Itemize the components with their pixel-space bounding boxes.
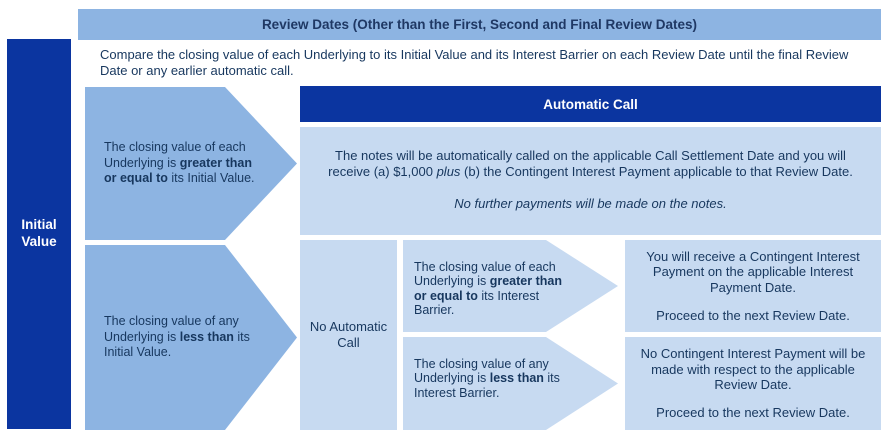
- proceed-text: Proceed to the next Review Date.: [656, 405, 850, 421]
- no-automatic-call-box: No Automatic Call: [300, 240, 397, 430]
- automatic-call-description: The notes will be automatically called o…: [328, 148, 853, 180]
- condition-arrow-below-barrier: The closing value of any Underlying is l…: [403, 337, 618, 430]
- no-automatic-call-label: No Automatic Call: [309, 318, 388, 350]
- condition-text-pre: The closing value of each Underlying is: [104, 140, 246, 170]
- initial-value-bar: Initial Value: [7, 39, 71, 429]
- automatic-call-note-text: No further payments will be made on the …: [454, 195, 727, 211]
- condition-arrow-above-initial-value: The closing value of each Underlying is …: [85, 87, 297, 240]
- initial-value-label: Initial Value: [21, 217, 57, 249]
- condition-text-post: its Interest Barrier.: [414, 371, 560, 400]
- condition-text: The closing value of any Underlying is l…: [403, 337, 563, 400]
- automatic-call-header: Automatic Call: [300, 86, 881, 122]
- condition-text-post: its Initial Value.: [104, 329, 250, 360]
- condition-text-bold: less than: [489, 371, 544, 386]
- automatic-call-title: Automatic Call: [543, 96, 638, 112]
- proceed-text: Proceed to the next Review Date.: [656, 307, 850, 323]
- automatic-call-description-pre: The notes will be automatically called o…: [328, 148, 846, 179]
- condition-text-bold: greater than or equal to: [414, 274, 562, 303]
- automatic-call-description-post: (b) the Contingent Interest Payment appl…: [460, 163, 853, 179]
- condition-text-post: its Initial Value.: [167, 171, 255, 186]
- result-text: You will receive a Contingent Interest P…: [646, 248, 860, 295]
- result-text: No Contingent Interest Payment will be m…: [640, 346, 866, 392]
- condition-text: The closing value of each Underlying is …: [85, 140, 263, 187]
- flowchart-title-band: Review Dates (Other than the First, Seco…: [78, 9, 881, 40]
- condition-text-pre: The closing value of each Underlying is: [414, 260, 556, 289]
- condition-text-pre: The closing value of any Underlying is: [414, 357, 549, 386]
- automatic-call-body: The notes will be automatically called o…: [300, 127, 881, 235]
- flowchart-title: Review Dates (Other than the First, Seco…: [261, 17, 698, 32]
- condition-text: The closing value of each Underlying is …: [403, 240, 563, 318]
- condition-text-bold: greater than or equal to: [104, 155, 252, 186]
- automatic-call-description-italic: plus: [436, 163, 461, 179]
- condition-text-pre: The closing value of any Underlying is: [104, 314, 239, 344]
- automatic-call-note: No further payments will be made on the …: [328, 196, 853, 212]
- condition-arrow-below-initial-value: The closing value of any Underlying is l…: [85, 245, 297, 430]
- condition-text-bold: less than: [179, 329, 234, 344]
- contingent-interest-paid-box: You will receive a Contingent Interest P…: [625, 240, 881, 332]
- condition-arrow-above-barrier: The closing value of each Underlying is …: [403, 240, 618, 332]
- condition-text-post: its Interest Barrier.: [414, 288, 540, 318]
- no-contingent-interest-box: No Contingent Interest Payment will be m…: [625, 337, 881, 430]
- intro-text: Compare the closing value of each Underl…: [100, 47, 849, 79]
- condition-text: The closing value of any Underlying is l…: [85, 314, 263, 361]
